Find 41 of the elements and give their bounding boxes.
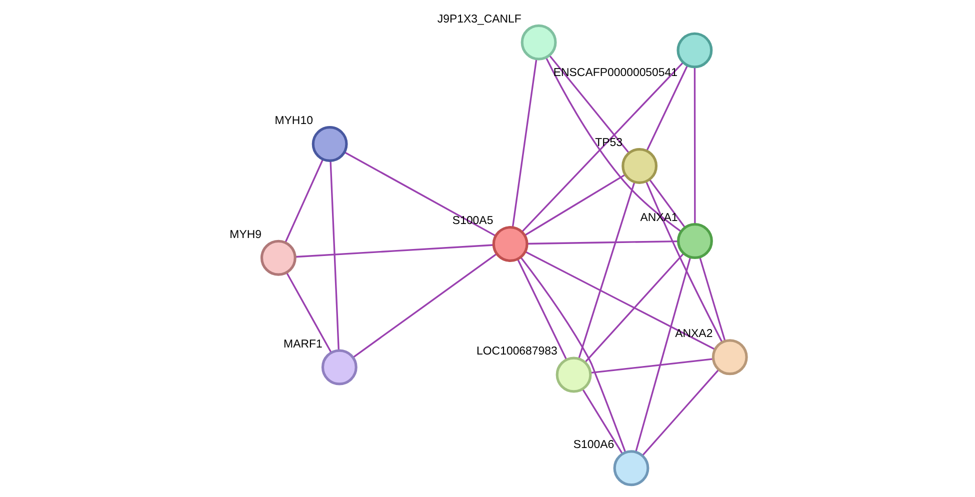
connector [524, 250, 715, 350]
connector [526, 240, 678, 244]
node-label: LOC100687983 [476, 345, 557, 358]
connector [520, 61, 684, 232]
node-circle [311, 126, 348, 162]
node-label: S100A6 [572, 438, 614, 451]
node-circle [555, 356, 592, 392]
connector [641, 368, 719, 456]
connector [329, 160, 340, 350]
connector [590, 358, 713, 374]
node-circle [320, 348, 357, 385]
connector [285, 272, 332, 352]
node-circle [676, 32, 712, 68]
connector [646, 64, 688, 151]
connector [284, 158, 324, 242]
connector [634, 256, 691, 452]
connector [516, 258, 567, 360]
connector [544, 56, 682, 232]
connector [584, 252, 684, 362]
connector [352, 252, 497, 358]
node-circle [676, 222, 712, 258]
connector [698, 256, 726, 341]
connector [693, 66, 696, 224]
connector [511, 58, 537, 227]
node-label: MARF1 [283, 338, 322, 350]
connector [582, 388, 623, 454]
node-circle [711, 338, 748, 375]
node-circle [621, 148, 658, 184]
node-circle [492, 226, 528, 262]
connector [294, 244, 494, 258]
node-circle [612, 450, 649, 486]
connector [344, 150, 496, 236]
node-label: MYH9 [229, 228, 262, 240]
node-circle [520, 24, 556, 60]
node-label: MYH10 [274, 114, 312, 127]
connector [520, 256, 626, 452]
connector [644, 180, 722, 342]
connector [578, 181, 635, 358]
node-circle [260, 239, 296, 276]
node-label: J9P1X3_CANLF [436, 12, 521, 25]
connector [524, 173, 626, 236]
